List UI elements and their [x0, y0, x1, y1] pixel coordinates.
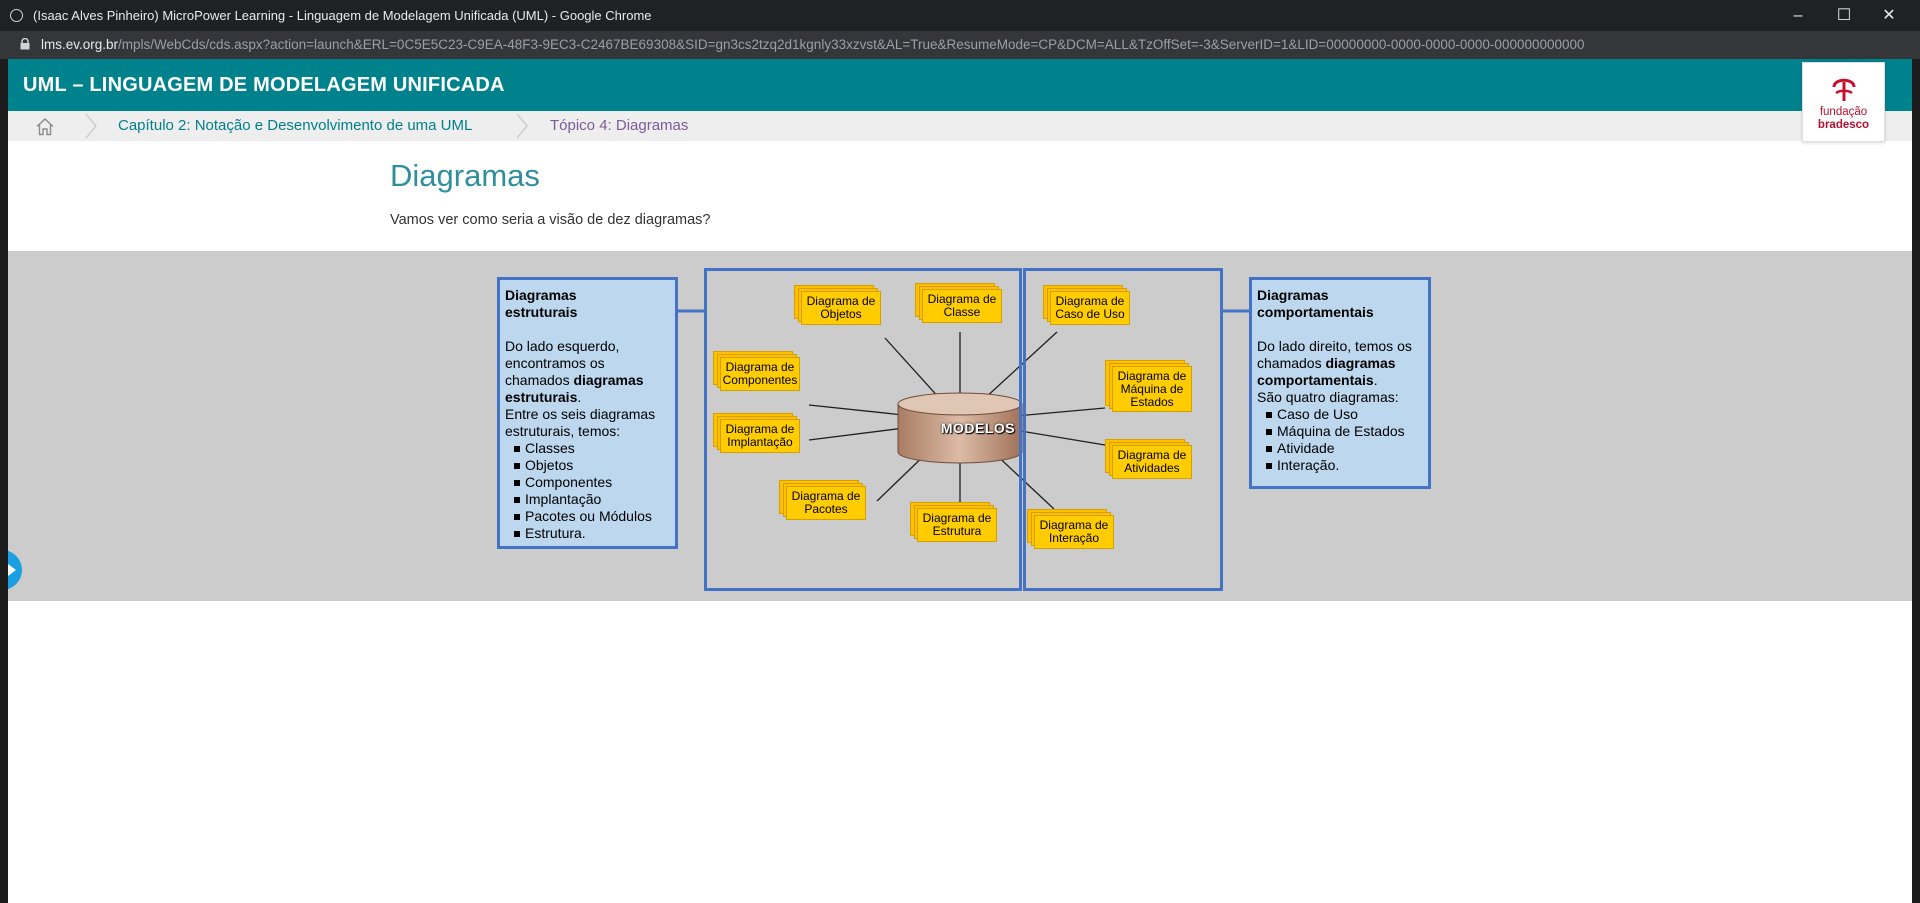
page-title: Diagramas: [390, 158, 540, 193]
behavioral-diagrams-panel: [1023, 268, 1223, 591]
behavioral-title-line1: Diagramas: [1257, 287, 1329, 303]
chrome-globe-icon: [10, 9, 23, 22]
behavioral-info-box: Diagramas comportamentais Do lado direit…: [1249, 277, 1431, 489]
structural-title-line1: Diagramas: [505, 287, 577, 303]
intro-text: Vamos ver como seria a visão de dez diag…: [390, 212, 711, 228]
chevron-right-icon: [85, 113, 97, 139]
fundacao-bradesco-logo: fundação bradesco: [1802, 62, 1885, 142]
list-item: Atividade: [1266, 440, 1423, 457]
list-item: Máquina de Estados: [1266, 423, 1423, 440]
structural-info-box: Diagramas estruturais Do lado esquerdo, …: [497, 277, 678, 549]
logo-text-bradesco: bradesco: [1817, 119, 1870, 131]
modelos-cylinder-label: MODELOS: [940, 420, 1016, 436]
address-bar[interactable]: lms.ev.org.br/mpls/WebCds/cds.aspx?actio…: [0, 31, 1920, 59]
breadcrumb-chapter-link[interactable]: Capítulo 2: Notação e Desenvolvimento de…: [118, 117, 473, 134]
structural-title-line2: estruturais: [505, 304, 578, 320]
list-item: Componentes: [514, 474, 670, 491]
behavioral-text-line: chamados diagramas: [1257, 355, 1396, 371]
breadcrumb-topic: Tópico 4: Diagramas: [550, 117, 689, 134]
chevron-right-icon: [516, 113, 528, 139]
structural-text-line: Do lado esquerdo,: [505, 338, 620, 354]
behavioral-text-line: Do lado direito, temos os: [1257, 338, 1412, 354]
course-title: UML – LINGUAGEM DE MODELAGEM UNIFICADA: [23, 74, 505, 96]
maximize-button[interactable]: ☐: [1836, 7, 1852, 24]
structural-text-line: estruturais, temos:: [505, 423, 621, 439]
structural-text-line: estruturais.: [505, 389, 582, 405]
behavioral-text-line: comportamentais.: [1257, 372, 1378, 388]
lock-icon: [20, 38, 30, 50]
list-item: Pacotes ou Módulos: [514, 508, 670, 525]
close-button[interactable]: ✕: [1882, 7, 1896, 24]
list-item: Classes: [514, 440, 670, 457]
behavioral-title-line2: comportamentais: [1257, 304, 1374, 320]
structural-diagrams-panel: [704, 268, 1022, 591]
structural-text-line: Entre os seis diagramas: [505, 406, 656, 422]
bradesco-logo-icon: [1832, 78, 1856, 101]
list-item: Caso de Uso: [1266, 406, 1423, 423]
play-arrow-icon: [8, 564, 16, 576]
browser-title-bar: (Isaac Alves Pinheiro) MicroPower Learni…: [0, 0, 1920, 31]
list-item: Objetos: [514, 457, 670, 474]
minimize-button[interactable]: –: [1793, 7, 1803, 24]
behavioral-text-line: São quatro diagramas:: [1257, 389, 1399, 405]
logo-text-fundacao: fundação: [1819, 106, 1868, 118]
structural-list: Classes Objetos Componentes Implantação …: [505, 440, 670, 542]
behavioral-list: Caso de Uso Máquina de Estados Atividade…: [1257, 406, 1423, 474]
page-content: UML – LINGUAGEM DE MODELAGEM UNIFICADA C…: [8, 59, 1912, 903]
home-icon[interactable]: [35, 117, 55, 136]
list-item: Estrutura.: [514, 525, 670, 542]
list-item: Interação.: [1266, 457, 1423, 474]
course-header: UML – LINGUAGEM DE MODELAGEM UNIFICADA: [8, 59, 1912, 111]
side-menu-toggle[interactable]: [8, 550, 22, 590]
structural-text-line: chamados diagramas: [505, 372, 644, 388]
structural-text-line: encontramos os: [505, 355, 605, 371]
uml-diagram-graphic: [678, 309, 1252, 510]
breadcrumb: Capítulo 2: Notação e Desenvolvimento de…: [8, 111, 1912, 141]
url-text[interactable]: lms.ev.org.br/mpls/WebCds/cds.aspx?actio…: [41, 37, 1585, 52]
window-title: (Isaac Alves Pinheiro) MicroPower Learni…: [33, 8, 652, 23]
list-item: Implantação: [514, 491, 670, 508]
